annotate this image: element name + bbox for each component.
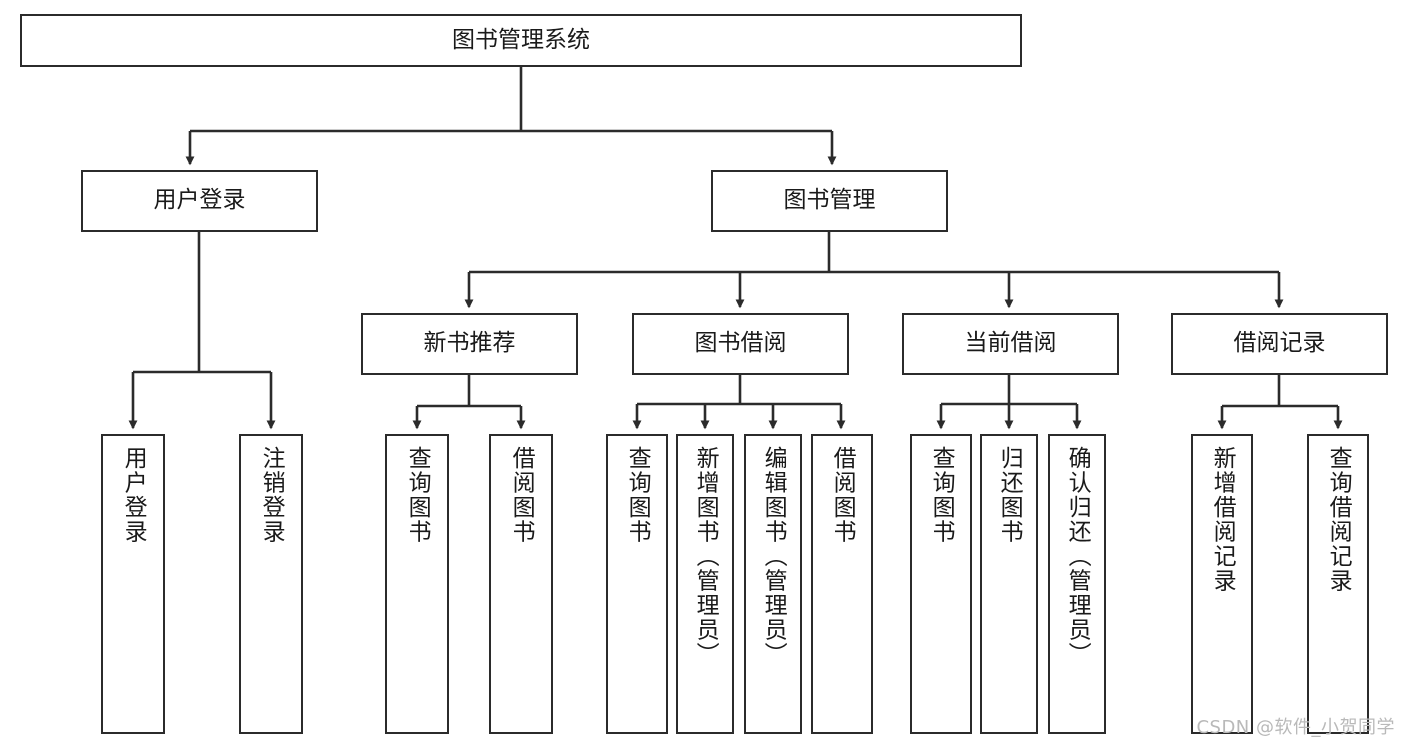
node-label: 图书借阅 — [694, 330, 787, 357]
leaf-borrow-record-add-record[interactable]: 新增借阅记录 — [1191, 434, 1253, 734]
leaf-book-borrow-borrow-books[interactable]: 借阅图书 — [811, 434, 873, 734]
node-current-borrowing[interactable]: 当前借阅 — [902, 313, 1119, 375]
leaf-book-borrow-add-book-admin[interactable]: 新增图书（管理员） — [676, 434, 734, 734]
node-label: 借阅图书 — [508, 446, 535, 544]
node-label: 当前借阅 — [964, 330, 1057, 357]
node-label: 借阅记录 — [1233, 330, 1326, 357]
node-label: 新增借阅记录 — [1209, 446, 1236, 593]
leaf-borrow-record-query-record[interactable]: 查询借阅记录 — [1307, 434, 1369, 734]
node-label: 用户登录 — [153, 187, 246, 214]
leaf-book-borrow-edit-book-admin[interactable]: 编辑图书（管理员） — [744, 434, 802, 734]
node-label: 用户登录 — [120, 446, 147, 544]
node-label: 查询借阅记录 — [1325, 446, 1352, 593]
node-label: 查询图书 — [928, 446, 955, 544]
leaf-current-borrow-query-books[interactable]: 查询图书 — [910, 434, 972, 734]
node-new-book-recommendation[interactable]: 新书推荐 — [361, 313, 578, 375]
node-label: 查询图书 — [404, 446, 431, 544]
leaf-new-book-borrow-books[interactable]: 借阅图书 — [489, 434, 553, 734]
node-label: 图书管理系统 — [452, 26, 590, 53]
leaf-current-borrow-return-books[interactable]: 归还图书 — [980, 434, 1038, 734]
leaf-book-borrow-query-books[interactable]: 查询图书 — [606, 434, 668, 734]
node-label: 编辑图书（管理员） — [760, 446, 787, 667]
node-label: 归还图书 — [996, 446, 1023, 544]
leaf-new-book-query-books[interactable]: 查询图书 — [385, 434, 449, 734]
leaf-user-login-login[interactable]: 用户登录 — [101, 434, 165, 734]
csdn-watermark: CSDN @软件_小贺同学 — [1196, 717, 1395, 738]
node-label: 新书推荐 — [423, 330, 516, 357]
node-label: 确认归还（管理员） — [1064, 446, 1091, 667]
node-book-management[interactable]: 图书管理 — [711, 170, 948, 232]
node-label: 借阅图书 — [829, 446, 856, 544]
node-user-login[interactable]: 用户登录 — [81, 170, 318, 232]
node-book-borrowing[interactable]: 图书借阅 — [632, 313, 849, 375]
node-label: 注销登录 — [258, 446, 285, 544]
leaf-current-borrow-confirm-return-admin[interactable]: 确认归还（管理员） — [1048, 434, 1106, 734]
node-borrowing-record[interactable]: 借阅记录 — [1171, 313, 1388, 375]
leaf-user-login-logout[interactable]: 注销登录 — [239, 434, 303, 734]
node-label: 查询图书 — [624, 446, 651, 544]
node-label: 新增图书（管理员） — [692, 446, 719, 667]
node-root-book-management-system[interactable]: 图书管理系统 — [20, 14, 1022, 67]
node-label: 图书管理 — [783, 187, 876, 214]
